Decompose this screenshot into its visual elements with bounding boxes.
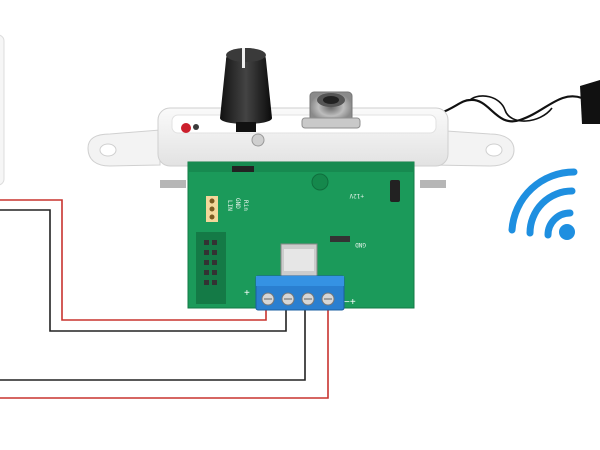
clip-left bbox=[160, 180, 186, 188]
mounting-pad bbox=[311, 173, 329, 191]
adapter-cable bbox=[414, 95, 583, 123]
knob-nut bbox=[251, 133, 265, 147]
label-rin: Rin bbox=[242, 200, 249, 211]
terminal-block bbox=[255, 275, 345, 311]
polarity-right: −+ bbox=[344, 297, 356, 308]
dimmer-knob[interactable] bbox=[220, 48, 272, 132]
label-lin: LIN bbox=[226, 200, 233, 211]
label-gnd: GND bbox=[355, 241, 366, 248]
label-gnd-small: GND bbox=[234, 198, 241, 209]
dc-adapter-icon bbox=[580, 80, 600, 124]
top-connector bbox=[232, 166, 254, 172]
capacitor bbox=[390, 180, 400, 202]
wires bbox=[0, 199, 329, 399]
indicator-dot bbox=[193, 124, 199, 130]
black-wire-upper bbox=[0, 209, 287, 332]
polarity-left: + bbox=[244, 288, 250, 299]
adapter-cable-coil bbox=[469, 95, 553, 122]
audio-jack[interactable] bbox=[301, 91, 361, 129]
red-led bbox=[181, 123, 191, 133]
wifi-dot bbox=[559, 224, 575, 240]
mount-hole-left bbox=[99, 143, 117, 157]
wifi-icon bbox=[508, 168, 578, 239]
smd-row bbox=[330, 236, 350, 242]
header-pins bbox=[204, 240, 217, 285]
left-panel-edge bbox=[0, 34, 5, 186]
side-ribbon bbox=[196, 232, 226, 304]
black-wire-lower bbox=[0, 303, 306, 381]
red-wire-upper bbox=[0, 199, 267, 321]
mount-hole-right bbox=[485, 143, 503, 157]
label-12v: +12V bbox=[349, 192, 364, 199]
red-wire-lower bbox=[0, 303, 329, 399]
clip-right bbox=[420, 180, 446, 188]
